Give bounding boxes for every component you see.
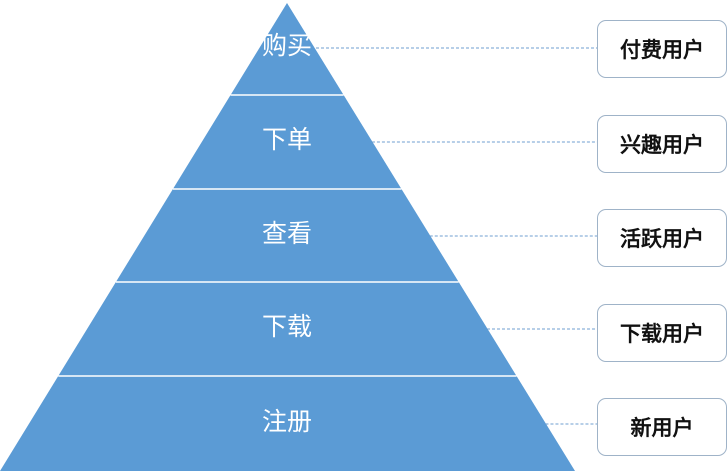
user-type-box-5: 新用户 (597, 398, 727, 456)
user-type-label: 付费用户 (620, 38, 704, 62)
user-type-label: 下载用户 (620, 322, 704, 346)
pyramid-separators (58, 94, 517, 377)
level-label-2: 下单 (262, 125, 312, 154)
user-type-label: 新用户 (630, 416, 694, 440)
user-type-box-2: 兴趣用户 (597, 115, 727, 173)
connector-lines (316, 47, 597, 425)
user-type-box-4: 下载用户 (597, 304, 727, 362)
level-label-5: 注册 (262, 407, 312, 436)
user-type-label: 兴趣用户 (620, 133, 704, 157)
user-type-box-3: 活跃用户 (597, 209, 727, 267)
user-type-box-1: 付费用户 (597, 20, 727, 78)
level-label-4: 下载 (262, 312, 312, 341)
level-label-1: 购买 (262, 31, 312, 60)
user-type-label: 活跃用户 (620, 227, 704, 251)
level-label-3: 查看 (262, 219, 312, 248)
pyramid-shape (0, 3, 575, 471)
